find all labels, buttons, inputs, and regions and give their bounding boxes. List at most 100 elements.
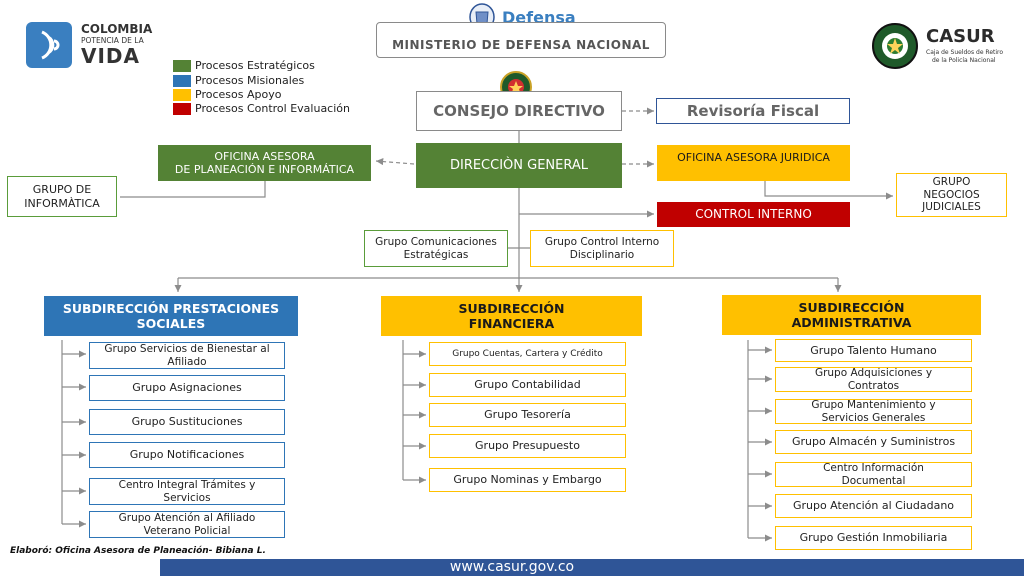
legend-swatch-mission: [173, 74, 191, 87]
group-box: Grupo Adquisiciones y Contratos: [775, 367, 972, 392]
group-box: Grupo Gestión Inmobiliaria: [775, 526, 972, 550]
group-box: Grupo Talento Humano: [775, 339, 972, 362]
group-line1: Grupo Notificaciones: [129, 448, 245, 462]
legend-item-mission: Procesos Misionales: [173, 74, 304, 87]
colombia-signal-icon: [26, 22, 72, 68]
it-group-line1: GRUPO DE: [32, 183, 92, 197]
council-box: CONSEJO DIRECTIVO: [416, 91, 622, 131]
legal-group-line3: JUDICIALES: [922, 201, 981, 214]
group-line1: Grupo Nominas y Embargo: [453, 473, 602, 487]
group-line1: Centro Información: [823, 461, 924, 474]
comms-line1: Grupo Comunicaciones: [375, 235, 497, 248]
internal-control-label: CONTROL INTERNO: [695, 207, 812, 222]
legal-group-line2: NEGOCIOS: [923, 188, 980, 201]
legend-label: Procesos Misionales: [195, 74, 305, 87]
group-box: Grupo Atención al Afiliado Veterano Poli…: [89, 511, 285, 538]
subdirection-title-line1: SUBDIRECCIÓN PRESTACIONES: [62, 301, 280, 316]
council-label: CONSEJO DIRECTIVO: [433, 102, 605, 120]
group-line2: Documental: [841, 474, 906, 487]
subdirection-admin-header: SUBDIRECCIÓN ADMINISTRATIVA: [722, 295, 981, 335]
legend-swatch-control: [173, 102, 191, 115]
group-box: Grupo Servicios de Bienestar al Afiliado: [89, 342, 285, 369]
legend-item-support: Procesos Apoyo: [173, 88, 281, 101]
group-box: Grupo Nominas y Embargo: [429, 468, 626, 492]
credit-text: Elaboró: Oficina Asesora de Planeación- …: [10, 546, 266, 556]
group-line1: Grupo Contabilidad: [474, 378, 581, 392]
group-box: Grupo Asignaciones: [89, 375, 285, 401]
casur-subtitle2: de la Policía Nacional: [932, 57, 996, 64]
subdirection-title-line2: FINANCIERA: [468, 316, 555, 331]
group-line1: Grupo Gestión Inmobiliaria: [799, 531, 948, 545]
group-line1: Grupo Adquisiciones y: [814, 366, 933, 379]
subdirection-title-line2: ADMINISTRATIVA: [791, 315, 912, 330]
comms-line2: Estratégicas: [403, 248, 469, 261]
legal-office-label: OFICINA ASESORA JURIDICA: [677, 151, 830, 164]
legal-group-box: GRUPO NEGOCIOS JUDICIALES: [896, 173, 1007, 217]
group-box: Grupo Sustituciones: [89, 409, 285, 435]
fiscal-box: Revisoría Fiscal: [656, 98, 850, 124]
ministry-label: MINISTERIO DE DEFENSA NACIONAL: [392, 38, 650, 53]
group-line1: Grupo Servicios de Bienestar al: [104, 342, 270, 355]
group-line2: Veterano Policial: [143, 524, 231, 537]
group-line1: Grupo Sustituciones: [131, 415, 243, 429]
group-box: Grupo Almacén y Suministros: [775, 430, 972, 454]
discipline-line1: Grupo Control Interno: [544, 235, 660, 248]
group-box: Grupo Cuentas, Cartera y Crédito: [429, 342, 626, 366]
group-line2: Afiliado: [167, 355, 207, 368]
fiscal-label: Revisoría Fiscal: [686, 102, 820, 120]
group-line1: Centro Integral Trámites y: [118, 478, 256, 491]
it-group-box: GRUPO DE INFORMÀTICA: [7, 176, 117, 217]
group-box: Grupo Notificaciones: [89, 442, 285, 468]
legend-item-control: Procesos Control Evaluación: [173, 102, 350, 115]
group-line1: Grupo Tesorería: [484, 408, 571, 422]
casur-name: CASUR: [926, 26, 995, 47]
colombia-logo-line1: COLOMBIA: [81, 22, 153, 36]
it-group-line2: INFORMÀTICA: [24, 196, 100, 210]
comms-group-box: Grupo Comunicaciones Estratégicas: [364, 230, 508, 267]
planning-line1: OFICINA ASESORA: [214, 149, 315, 163]
legend-label: Procesos Estratégicos: [195, 59, 315, 72]
subdirection-title-line2: SOCIALES: [136, 316, 206, 331]
legend-label: Procesos Apoyo: [195, 88, 282, 101]
police-shield-icon: [870, 22, 920, 70]
discipline-group-box: Grupo Control Interno Disciplinario: [530, 230, 674, 267]
group-box: Grupo Contabilidad: [429, 373, 626, 397]
legal-office-box: OFICINA ASESORA JURIDICA: [657, 145, 850, 181]
subdirection-finance-header: SUBDIRECCIÓN FINANCIERA: [381, 296, 642, 336]
legend-swatch-support: [173, 88, 191, 101]
director-label: DIRECCIÒN GENERAL: [449, 157, 589, 173]
group-line1: Grupo Atención al Ciudadano: [792, 499, 955, 513]
group-line1: Grupo Presupuesto: [475, 439, 580, 453]
group-line1: Grupo Cuentas, Cartera y Crédito: [452, 348, 603, 359]
subdirection-title-line1: SUBDIRECCIÓN: [798, 300, 905, 315]
legend-swatch-strategic: [173, 59, 191, 72]
footer-bar: www.casur.gov.co: [0, 559, 1024, 576]
colombia-logo-line2: POTENCIA DE LA: [81, 36, 144, 45]
group-line2: Servicios: [163, 491, 211, 504]
group-line1: Grupo Talento Humano: [810, 343, 937, 357]
group-box: Grupo Mantenimiento y Servicios Generale…: [775, 399, 972, 424]
subdirection-title-line1: SUBDIRECCIÓN: [458, 301, 565, 316]
group-line2: Contratos: [847, 379, 900, 392]
legend-label: Procesos Control Evaluación: [195, 102, 350, 115]
footer-url[interactable]: www.casur.gov.co: [449, 559, 575, 575]
ministry-box: MINISTERIO DE DEFENSA NACIONAL: [376, 22, 666, 58]
discipline-line2: Disciplinario: [569, 248, 635, 261]
footer-left-block: [0, 559, 160, 576]
group-box: Centro Información Documental: [775, 462, 972, 487]
casur-logo: CASUR Caja de Sueldos de Retiro de la Po…: [870, 22, 1010, 70]
group-box: Centro Integral Trámites y Servicios: [89, 478, 285, 505]
subdirection-social-header: SUBDIRECCIÓN PRESTACIONES SOCIALES: [44, 296, 298, 336]
planning-office-box: OFICINA ASESORA DE PLANEACIÓN E INFORMÁT…: [158, 145, 371, 181]
group-line1: Grupo Mantenimiento y: [811, 398, 936, 411]
internal-control-box: CONTROL INTERNO: [657, 202, 850, 227]
group-box: Grupo Presupuesto: [429, 434, 626, 458]
legend-item-strategic: Procesos Estratégicos: [173, 59, 315, 72]
group-line1: Grupo Asignaciones: [132, 381, 242, 395]
casur-subtitle1: Caja de Sueldos de Retiro: [926, 49, 1004, 56]
planning-line2: DE PLANEACIÓN E INFORMÁTICA: [174, 163, 355, 176]
group-box: Grupo Tesorería: [429, 403, 626, 427]
group-line1: Grupo Atención al Afiliado: [118, 511, 256, 524]
group-line1: Grupo Almacén y Suministros: [791, 435, 956, 449]
